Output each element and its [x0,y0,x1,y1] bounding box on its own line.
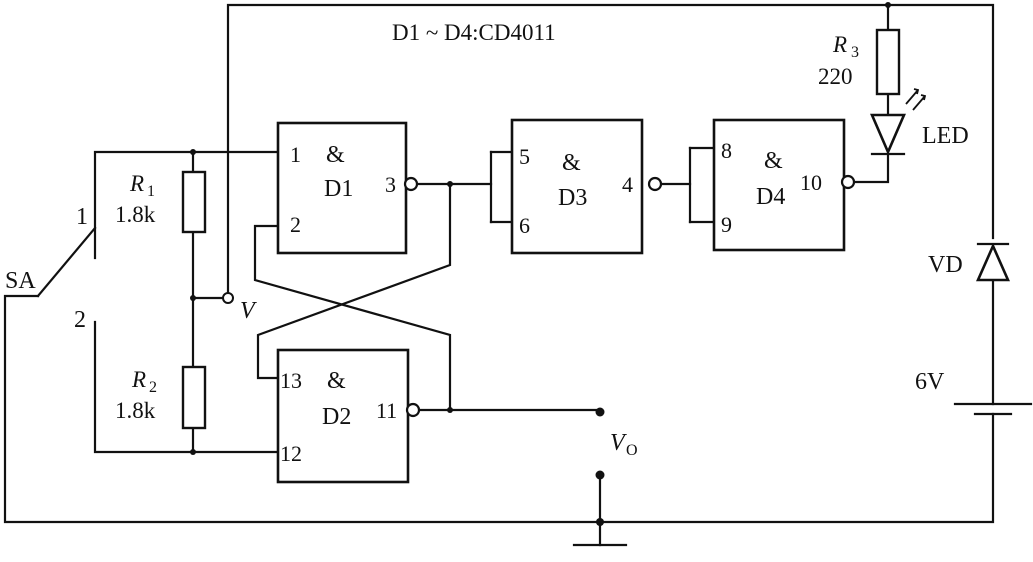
resistor-r2 [181,365,207,430]
gate-d2-bubble [405,402,421,418]
gate-d4 [712,118,846,252]
vo-sub: O [626,442,638,459]
wire-battery-bottom [3,294,995,524]
d2-symbol: & [327,368,346,394]
wires [3,3,995,547]
d1-name: D1 [324,176,353,202]
d3-symbol: & [562,150,581,176]
r2-sub: 2 [149,379,157,396]
wire-top-rail [226,3,995,294]
d1-pin-2: 2 [290,212,301,237]
resistor-r1 [181,170,207,234]
d4-name: D4 [756,184,785,210]
d1-pin-1: 1 [290,142,301,167]
led-triangle [870,113,906,156]
vo-terminal-top [595,407,605,417]
junction-dot [447,407,453,413]
r3-letter: R [832,32,847,57]
d4-pin-8: 8 [721,138,732,163]
wire-sw-pos2 [93,320,280,454]
wire-sw-pos1 [93,150,280,260]
d4-symbol: & [764,148,783,174]
led-label: LED [922,123,969,149]
gate-d2 [276,348,410,484]
d4-pin-10: 10 [800,170,822,195]
wire-led-d4out [850,153,890,184]
d1-pin-3: 3 [385,172,396,197]
junction-dot [190,149,196,155]
vd-triangle [976,242,1010,282]
wire-d1out-down [256,182,452,380]
d4-pin-9: 9 [721,212,732,237]
wire-d1in2-down [253,224,452,412]
gate-d3-bubble [647,176,663,192]
junction-dot [190,295,196,301]
d2-pin-13: 13 [280,368,302,393]
switch-lever [36,226,97,298]
switch-pos-1: 1 [76,204,88,230]
led-arrow-1 [905,88,920,105]
switch-label: SA [5,268,36,294]
diode-vd [976,242,1010,282]
battery-6v [953,402,1033,416]
battery-label: 6V [915,369,945,395]
ground-junction [596,518,604,526]
junction-dot [190,449,196,455]
r3-value: 220 [818,64,853,89]
led [870,88,927,156]
d2-pin-11: 11 [376,398,397,423]
r1-value: 1.8k [115,202,156,227]
led-arrow-2 [912,94,927,111]
d2-pin-12: 12 [280,441,302,466]
v-node-label: V [240,298,257,324]
d3-pin-6: 6 [519,213,530,238]
chip-title: D1 ~ D4:CD4011 [392,20,556,45]
r1-letter: R [129,171,144,196]
vo-terminal-bottom [595,470,605,480]
d3-pin-4: 4 [622,172,633,197]
d2-name: D2 [322,404,351,430]
gate-d1-bubble [403,176,419,192]
r3-sub: 3 [851,44,859,61]
v-node-terminal [222,292,234,304]
r2-value: 1.8k [115,398,156,423]
d1-symbol: & [326,142,345,168]
r2-letter: R [131,367,146,392]
d3-name: D3 [558,185,587,211]
gate-d3 [510,118,644,255]
r1-sub: 1 [147,183,155,200]
d3-pin-5: 5 [519,144,530,169]
vo-letter: V [610,430,627,456]
junction-dot [447,181,453,187]
gate-d4-bubble [840,174,856,190]
resistor-r3 [875,28,901,96]
junction-dot [885,2,891,8]
vd-label: VD [928,252,963,278]
junctions [190,2,891,526]
switch-sa [36,226,97,298]
switch-pos-2: 2 [74,307,86,333]
